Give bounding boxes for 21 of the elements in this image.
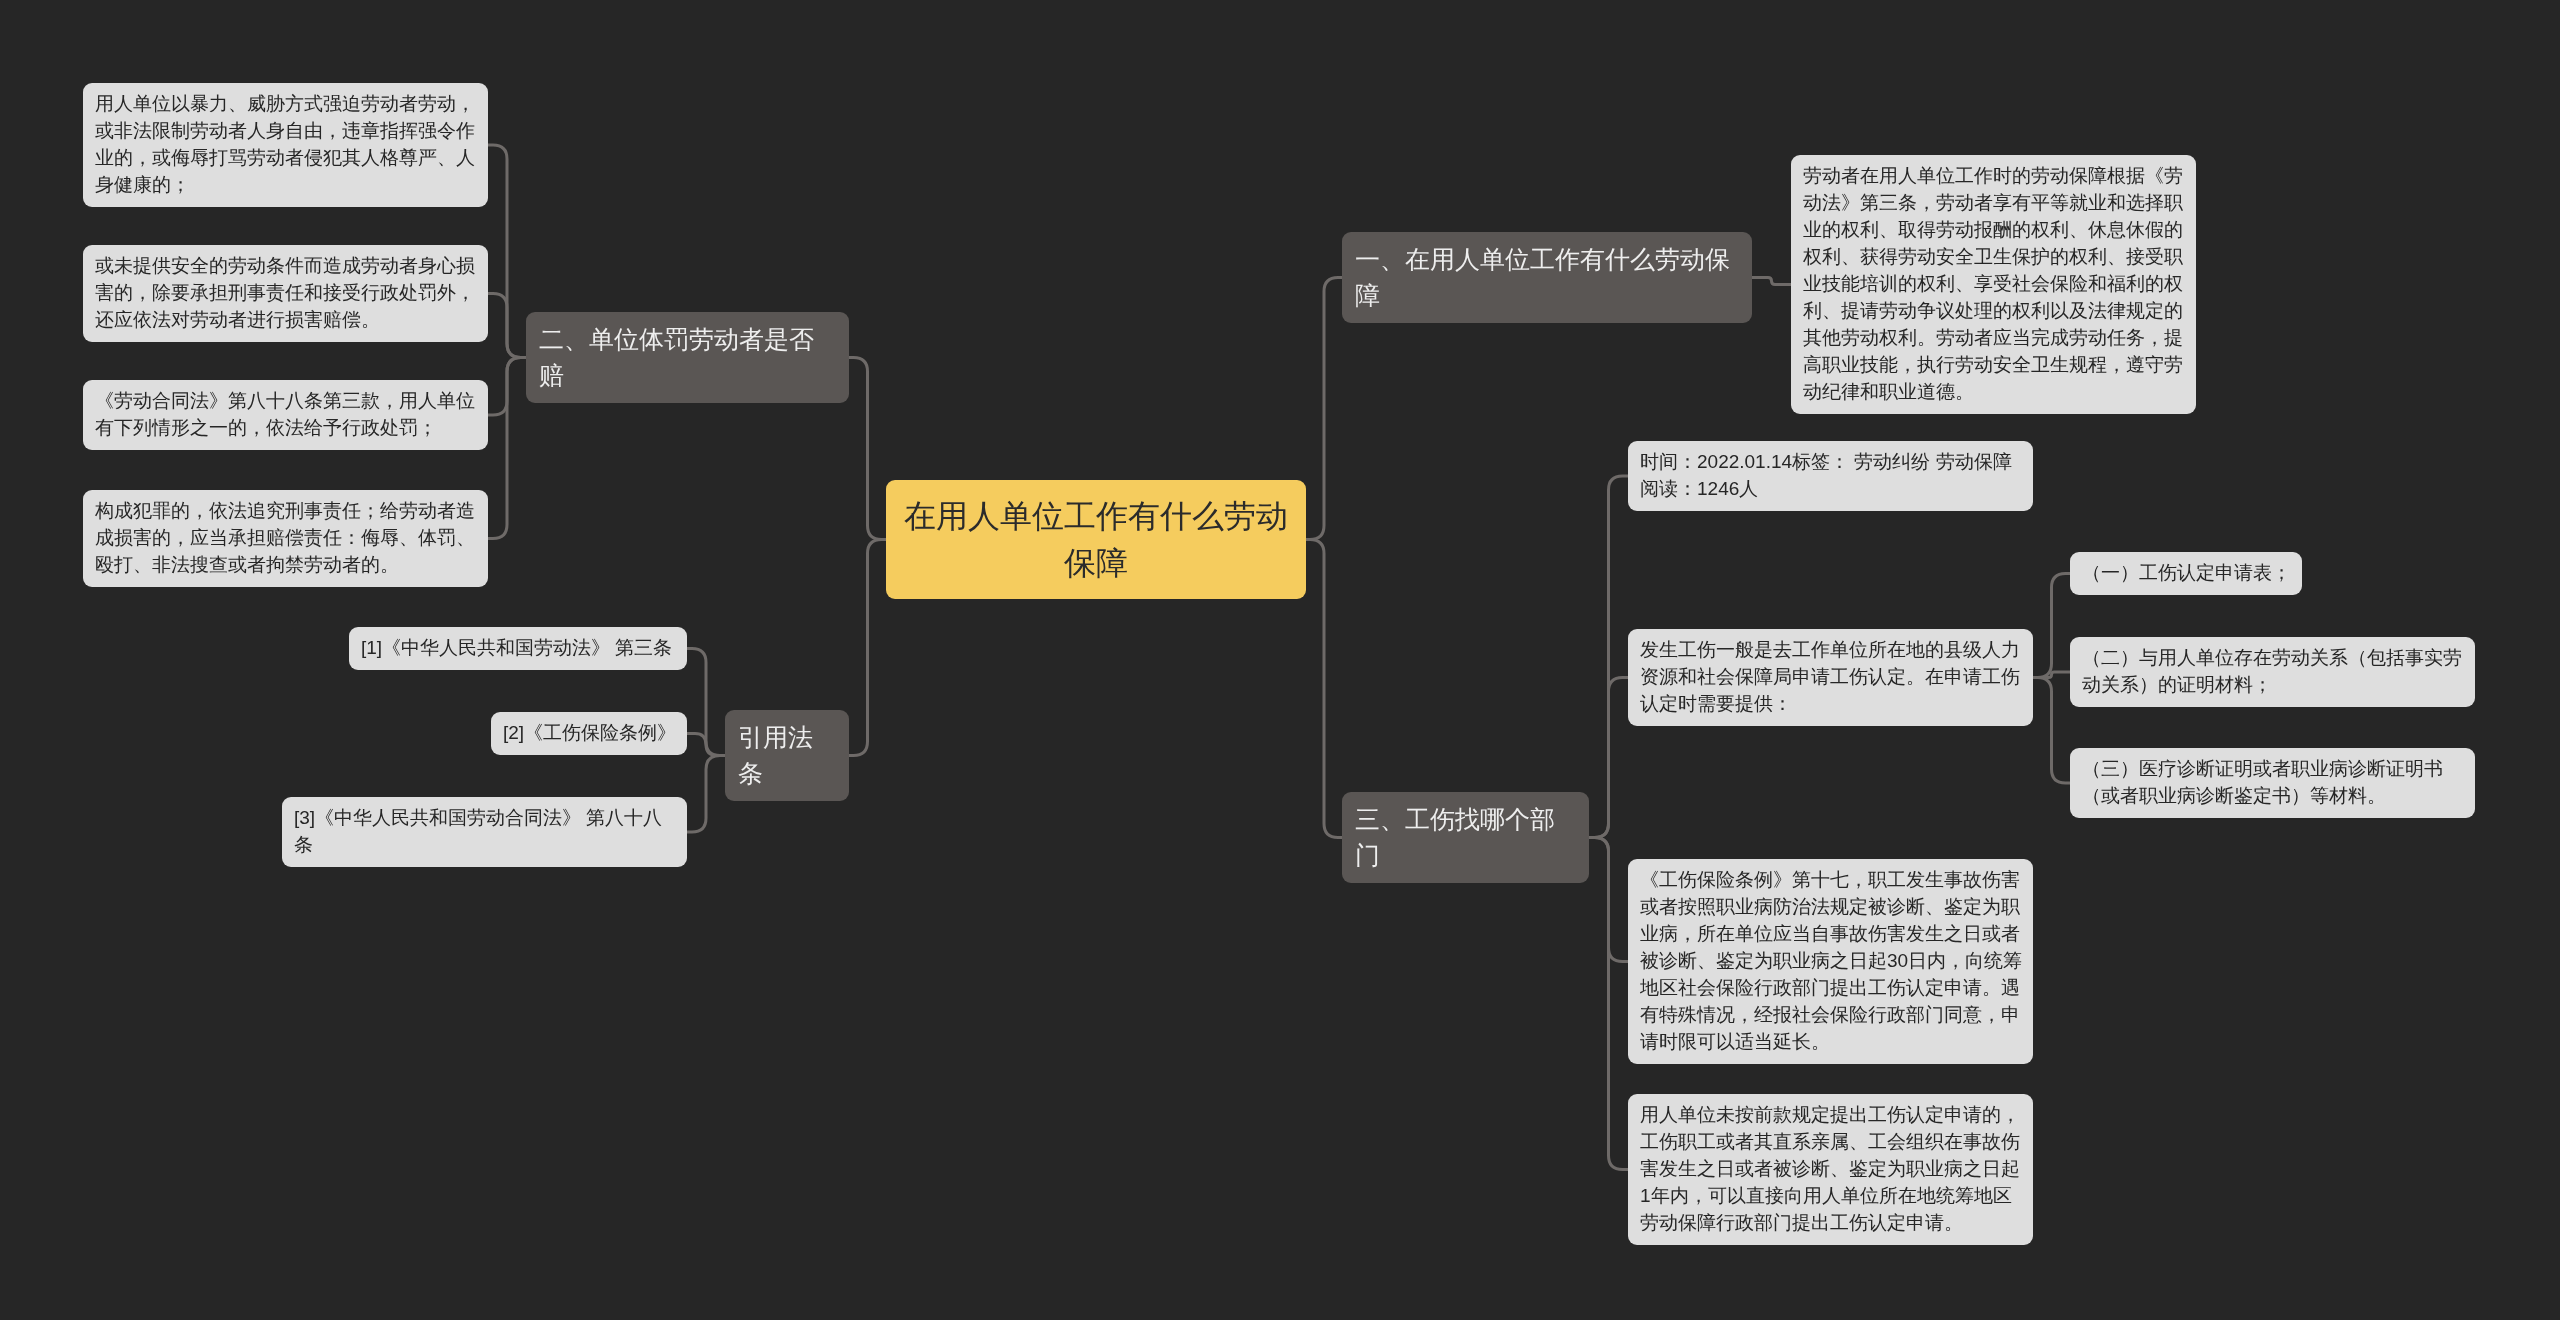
branch-topic-box: 引用法条 bbox=[725, 710, 849, 801]
note-box: 劳动者在用人单位工作时的劳动保障根据《劳动法》第三条，劳动者享有平等就业和选择职业的权利、取得劳动报酬的权利、休息休假的权利、获得劳动安全卫生保护的权利、接受职业技能培训的权利、享受社会保险和福利的权利、提请劳动争议处理的权利以及法律规定的其他劳动权利。劳动者应当完成劳动任务，提高职业技能，执行劳动安全卫生规程，遵守劳动纪律和职业道德。 bbox=[1791, 155, 2196, 414]
note-box: （一）工伤认定申请表； bbox=[2070, 552, 2302, 595]
note-box: 用人单位未按前款规定提出工伤认定申请的，工伤职工或者其直系亲属、工会组织在事故伤害发生之日或者被诊断、鉴定为职业病之日起1年内，可以直接向用人单位所在地统筹地区劳动保障行政部门提出工伤认定申请。 bbox=[1628, 1094, 2033, 1245]
branch-topic-box: 二、单位体罚劳动者是否赔 bbox=[526, 312, 849, 403]
note-box: [1]《中华人民共和国劳动法》 第三条 bbox=[349, 627, 687, 670]
note-box: 时间：2022.01.14标签： 劳动纠纷 劳动保障阅读：1246人 bbox=[1628, 441, 2033, 511]
note-box: 《劳动合同法》第八十八条第三款，用人单位有下列情形之一的，依法给予行政处罚； bbox=[83, 380, 488, 450]
note-box: [3]《中华人民共和国劳动合同法》 第八十八条 bbox=[282, 797, 687, 867]
connector-line bbox=[1752, 276, 1791, 286]
note-box: （二）与用人单位存在劳动关系（包括事实劳动关系）的证明材料； bbox=[2070, 637, 2475, 707]
note-box: [2]《工伤保险条例》 bbox=[491, 712, 687, 755]
note-box: 用人单位以暴力、威胁方式强迫劳动者劳动，或非法限制劳动者人身自由，违章指挥强令作业的，或侮辱打骂劳动者侵犯其人格尊严、人身健康的； bbox=[83, 83, 488, 207]
central-topic-box: 在用人单位工作有什么劳动保障 bbox=[886, 480, 1306, 599]
branch-topic-box: 三、工伤找哪个部门 bbox=[1342, 792, 1589, 883]
note-box: 构成犯罪的，依法追究刑事责任；给劳动者造成损害的，应当承担赔偿责任：侮辱、体罚、殴打、非法搜查或者拘禁劳动者的。 bbox=[83, 490, 488, 587]
note-box: 或未提供安全的劳动条件而造成劳动者身心损害的，除要承担刑事责任和接受行政处罚外，还应依法对劳动者进行损害赔偿。 bbox=[83, 245, 488, 342]
note-box: （三）医疗诊断证明或者职业病诊断证明书（或者职业病诊断鉴定书）等材料。 bbox=[2070, 748, 2475, 818]
branch-topic-box: 一、在用人单位工作有什么劳动保障 bbox=[1342, 232, 1752, 323]
note-box: 发生工伤一般是去工作单位所在地的县级人力资源和社会保障局申请工伤认定。在申请工伤认定时需要提供： bbox=[1628, 629, 2033, 726]
note-box: 《工伤保险条例》第十七，职工发生事故伤害或者按照职业病防治法规定被诊断、鉴定为职业病，所在单位应当自事故伤害发生之日或者被诊断、鉴定为职业病之日起30日内，向统筹地区社会保险行政部门提出工伤认定申请。遇有特殊情况，经报社会保险行政部门同意，申请时限可以适当延长。 bbox=[1628, 859, 2033, 1064]
